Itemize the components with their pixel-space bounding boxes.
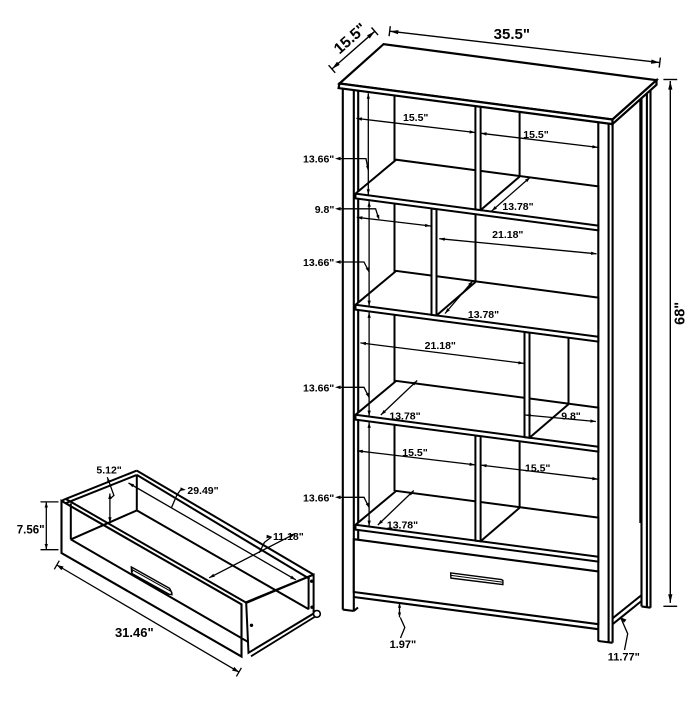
- svg-text:11.18": 11.18": [273, 531, 304, 543]
- svg-text:13.66": 13.66": [303, 154, 334, 166]
- svg-text:15.5": 15.5": [525, 463, 550, 475]
- svg-text:35.5": 35.5": [494, 26, 530, 43]
- svg-text:13.78": 13.78": [468, 309, 499, 321]
- svg-text:9.8": 9.8": [561, 411, 581, 423]
- svg-text:13.78": 13.78": [387, 520, 418, 532]
- svg-text:13.66": 13.66": [303, 492, 334, 504]
- svg-text:21.18": 21.18": [425, 340, 456, 352]
- svg-text:68": 68": [672, 302, 688, 325]
- svg-text:13.78": 13.78": [502, 201, 533, 213]
- svg-text:5.12": 5.12": [96, 465, 121, 477]
- svg-text:21.18": 21.18": [492, 229, 523, 241]
- svg-text:13.66": 13.66": [303, 382, 334, 394]
- svg-text:29.49": 29.49": [187, 485, 218, 497]
- svg-text:1.97": 1.97": [390, 639, 417, 651]
- svg-text:31.46": 31.46": [115, 625, 154, 640]
- svg-text:15.5": 15.5": [403, 112, 428, 124]
- svg-text:13.66": 13.66": [303, 257, 334, 269]
- svg-text:13.78": 13.78": [389, 411, 420, 423]
- svg-text:15.5": 15.5": [523, 129, 548, 141]
- svg-text:11.77": 11.77": [608, 652, 640, 664]
- svg-text:15.5": 15.5": [402, 447, 427, 459]
- svg-text:9.8": 9.8": [315, 204, 335, 216]
- svg-text:7.56": 7.56": [17, 525, 45, 537]
